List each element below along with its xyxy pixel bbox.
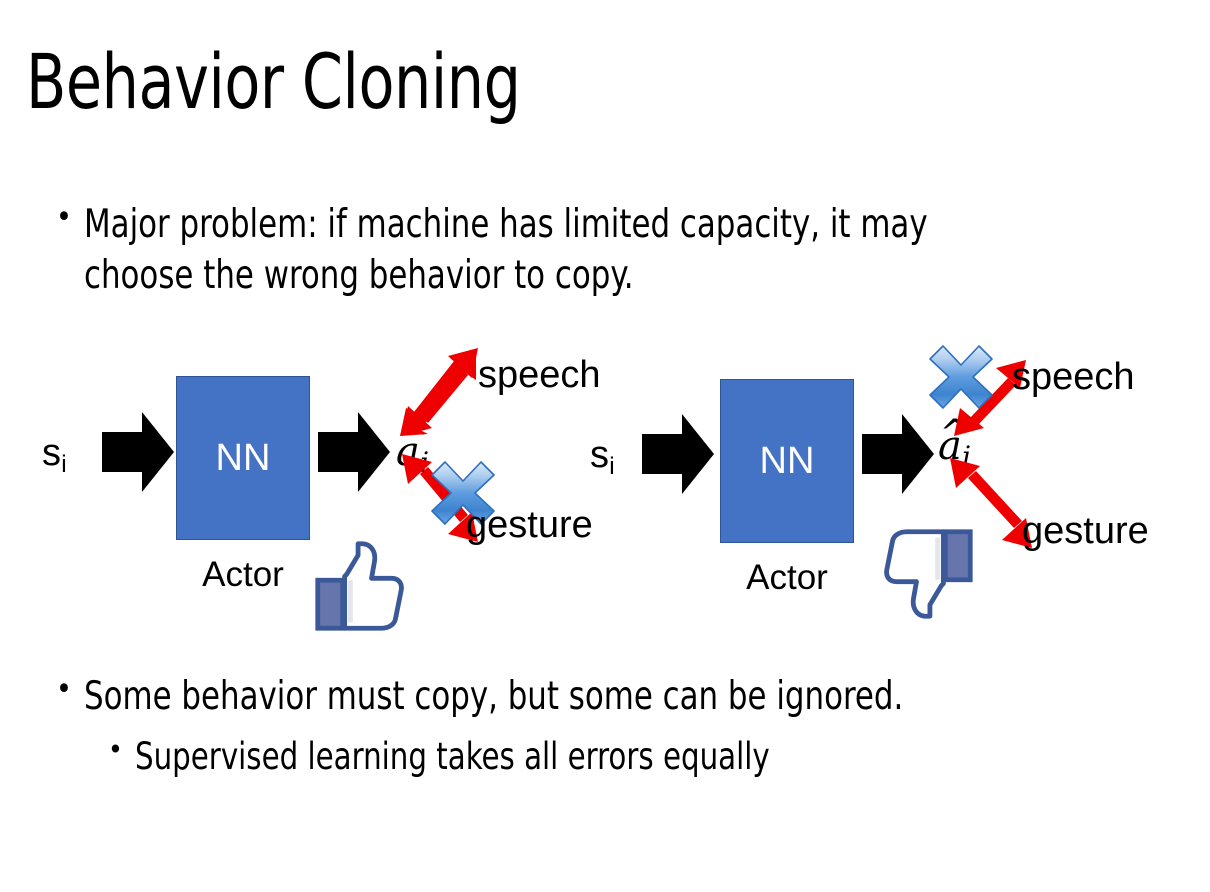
bullet-top-text: Major problem: if machine has limited ca… [83,202,938,298]
speech-label-right: speech [1012,356,1135,398]
thumbs-up-icon [312,538,408,634]
input-arrow-left-icon [102,410,174,494]
output-arrow-right-icon [862,412,934,496]
bullet-marker-icon: • [56,200,72,235]
thumbs-down-icon [880,526,976,622]
nn-box-right: NN [720,379,854,543]
bullet-top: • Major problem: if machine has limited … [56,200,1176,301]
gesture-arrow-right-icon [946,456,1038,552]
cross-mark-right-icon [926,342,996,412]
output-arrow-left-icon [318,410,390,494]
gesture-label-right: gesture [1022,510,1149,552]
bullet-bottom-2-text: Supervised learning takes all errors equ… [134,735,770,778]
bullet-bottom-1-text: Some behavior must copy, but some can be… [83,674,904,719]
diagram-right-negative-case: si NN Actor ^ai [560,330,1210,630]
state-label-right: si [590,434,615,480]
state-label-left: si [42,432,67,478]
input-arrow-right-icon [642,412,714,496]
diagram-left-positive-case: si NN Actor ^ai [0,330,620,631]
cross-mark-left-icon [428,458,498,528]
nn-label-right: NN [759,440,815,482]
actor-label-right: Actor [746,558,828,597]
actor-label-left: Actor [202,555,284,594]
speech-arrow-left-icon [398,346,484,438]
gesture-label-left: gesture [466,504,593,546]
speech-label-left: speech [478,354,601,396]
bullet-bottom-1: • Some behavior must copy, but some can … [56,672,1186,723]
speech-arrow-right-icon [948,358,1034,438]
nn-label-left: NN [215,437,271,479]
bullet-marker-icon: • [56,672,72,707]
bullet-bottom-2: • Supervised learning takes all errors e… [108,733,1188,781]
bullet-marker-icon: • [108,733,123,766]
page-title: Behavior Cloning [26,37,521,126]
nn-box-left: NN [176,376,310,540]
